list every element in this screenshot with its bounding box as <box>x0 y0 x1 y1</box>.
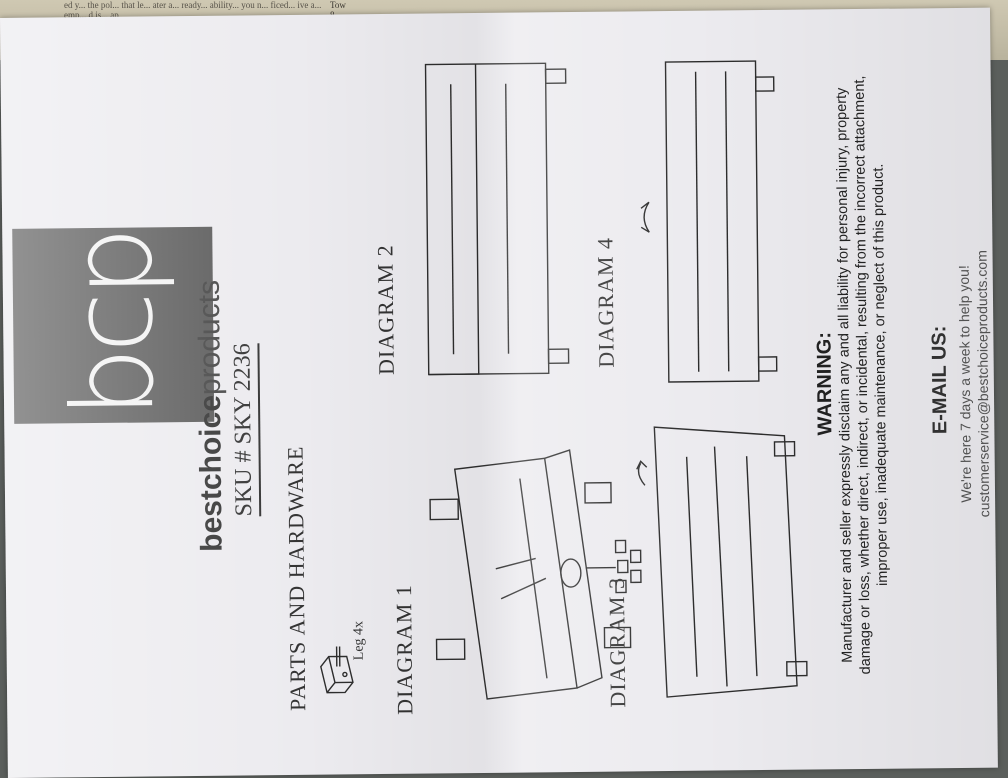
diagram-2-label: DIAGRAM 2 <box>372 244 399 376</box>
book-text: ed y... the pol... that le... ater a... … <box>64 0 322 20</box>
brand-light: products <box>192 279 227 396</box>
diagram-1-label: DIAGRAM 1 <box>390 584 418 715</box>
instruction-sheet: bcp bestchoiceproducts SKU # SKY 2236 PA… <box>0 7 998 778</box>
email-title: E-MAIL US: <box>928 325 952 435</box>
brand-name: bestchoiceproducts <box>193 280 230 552</box>
bcp-logo: bcp <box>12 226 215 424</box>
diagram-2-drawing <box>424 62 570 376</box>
brand-bold: bestchoice <box>193 394 229 552</box>
leg-icon <box>320 646 354 694</box>
logo-text: bcp <box>47 231 180 419</box>
instruction-page: bcp bestchoiceproducts SKU # SKY 2236 PA… <box>0 7 1008 774</box>
diagram-4-label: DIAGRAM 4 <box>592 236 619 368</box>
diagram-3-label: DIAGRAM 3 <box>603 576 631 708</box>
email-text: We're here 7 days a week to help you! cu… <box>953 104 995 664</box>
diagram-4-drawing <box>640 60 778 383</box>
sku-number: SKU # SKY 2236 <box>229 343 262 517</box>
diagram-1-drawing <box>429 449 642 700</box>
diagram-3-drawing <box>636 426 808 698</box>
warning-text: Manufacturer and seller expressly discla… <box>833 75 891 675</box>
warning-title: WARNING: <box>813 331 837 436</box>
